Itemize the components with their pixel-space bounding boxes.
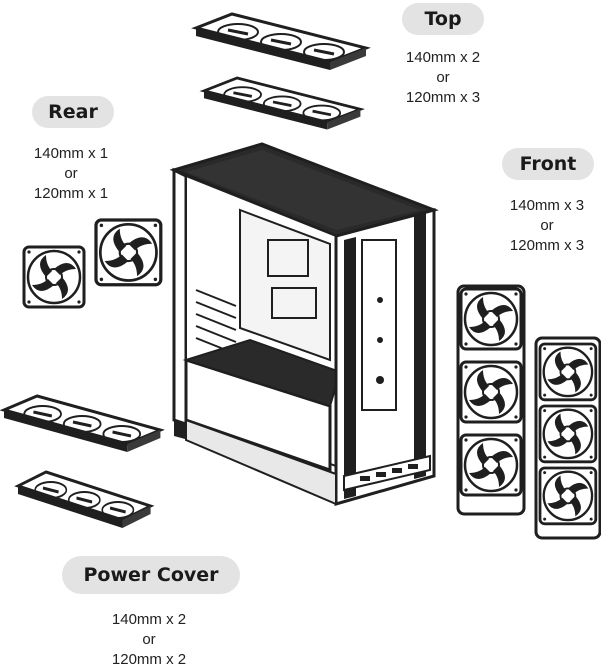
spec-line: 120mm x 2 <box>111 651 187 668</box>
power-cover-tray-upper <box>2 394 162 454</box>
rear-zone-label: Rear <box>32 96 114 128</box>
front-zone-label: Front <box>502 148 594 180</box>
spec-line: or <box>540 217 554 234</box>
power-cover-zone-spec: 140mm x 2 or 120mm x 2 <box>86 610 212 670</box>
top-fan-tray-upper <box>194 12 368 72</box>
power-cover-zone-label: Power Cover <box>62 556 240 594</box>
spec-line: 140mm x 3 <box>509 197 585 214</box>
spec-line: 120mm x 3 <box>405 89 481 106</box>
spec-line: or <box>142 631 156 648</box>
pc-case-illustration <box>169 142 439 506</box>
spec-line: or <box>64 165 78 182</box>
spec-line: 140mm x 2 <box>405 49 481 66</box>
front-zone-spec: 140mm x 3 or 120mm x 3 <box>484 196 601 256</box>
top-zone-spec: 140mm x 2 or 120mm x 3 <box>380 48 506 108</box>
top-fan-tray-lower <box>202 76 362 131</box>
front-fan-stack-1 <box>456 284 526 516</box>
top-zone-label: Top <box>402 3 484 35</box>
spec-line: 140mm x 1 <box>33 145 109 162</box>
rear-fan-1 <box>22 245 86 309</box>
rear-fan-2 <box>94 218 163 287</box>
spec-line: or <box>436 69 450 86</box>
power-cover-tray-lower <box>16 470 153 530</box>
spec-line: 120mm x 3 <box>509 237 585 254</box>
spec-line: 140mm x 2 <box>111 611 187 628</box>
spec-line: 120mm x 1 <box>33 185 109 202</box>
front-fan-stack-2 <box>534 336 601 540</box>
rear-zone-spec: 140mm x 1 or 120mm x 1 <box>8 144 134 204</box>
